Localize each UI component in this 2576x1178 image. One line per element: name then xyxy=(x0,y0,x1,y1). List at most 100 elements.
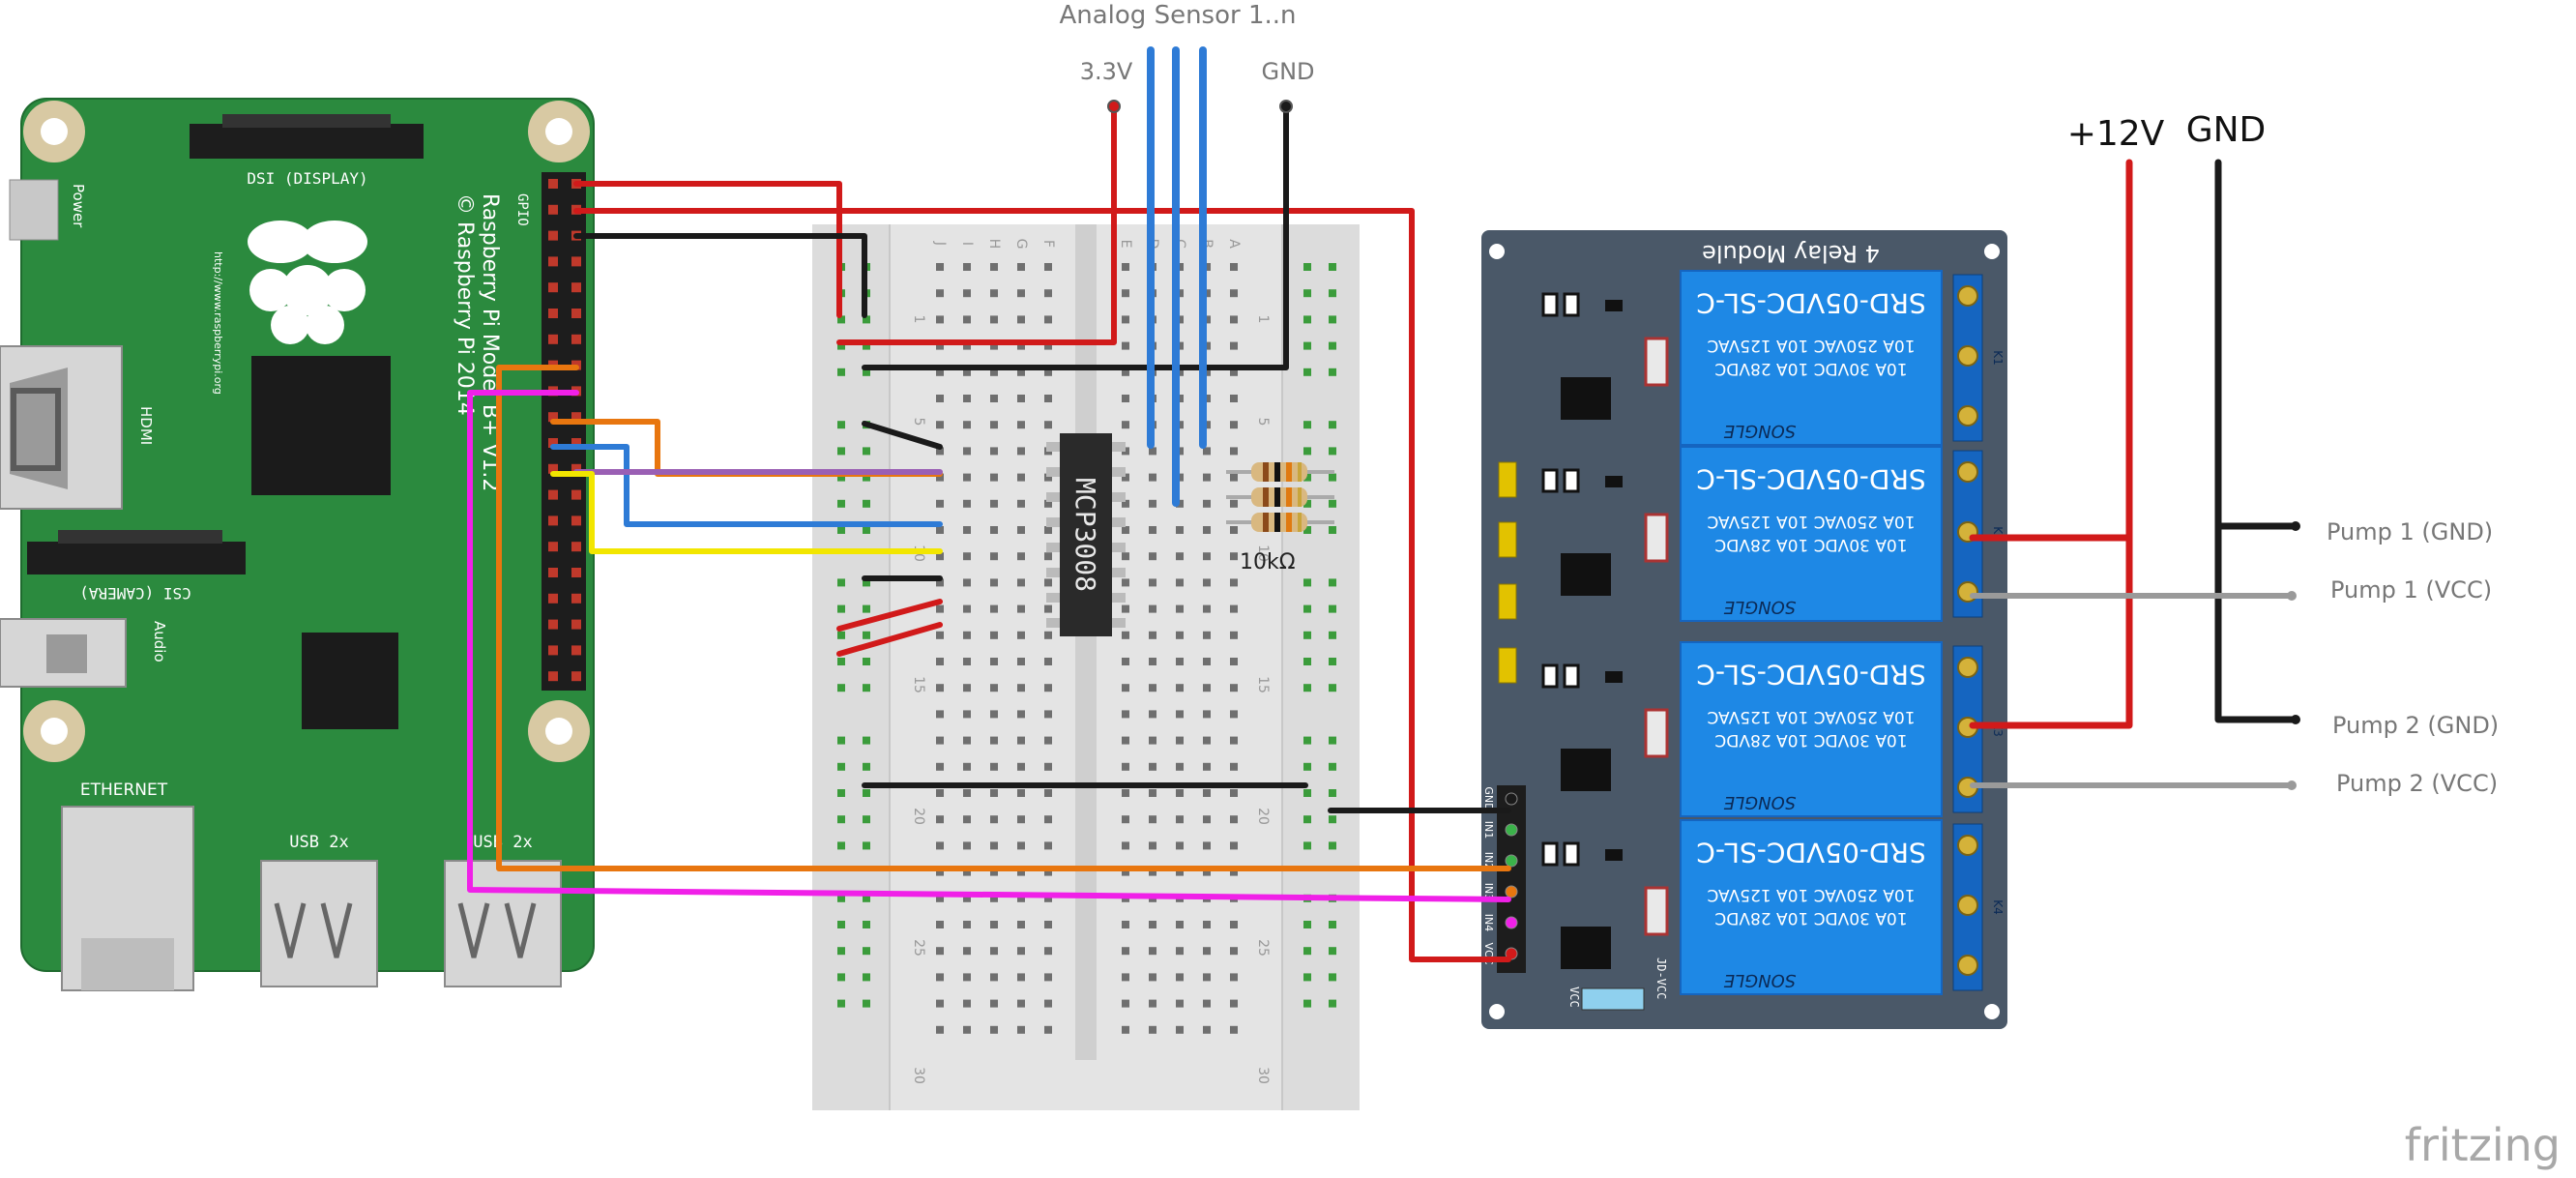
breadboard-hole xyxy=(936,341,944,350)
breadboard-hole xyxy=(990,315,998,324)
relay-pin-label: GND xyxy=(1482,786,1495,810)
gpio-pin xyxy=(548,568,558,577)
breadboard-hole xyxy=(1149,921,1156,928)
usb-port-2 xyxy=(444,860,562,987)
breadboard-hole xyxy=(963,710,971,719)
breadboard-hole xyxy=(990,289,998,298)
breadboard-hole xyxy=(1230,341,1238,350)
breadboard-hole xyxy=(1203,973,1211,982)
rail-hole xyxy=(1329,658,1336,665)
breadboard-hole xyxy=(1122,736,1129,745)
relay-spec-label: 10A 250VAC 10A 125VAC xyxy=(1707,707,1915,726)
breadboard-hole xyxy=(1230,395,1238,402)
breadboard-hole xyxy=(1044,604,1052,613)
rail-hole xyxy=(837,604,845,613)
gpio-label: GPIO xyxy=(514,193,530,226)
chip-leg xyxy=(1046,593,1060,603)
breadboard-column-label: A xyxy=(1226,239,1242,249)
rail-hole xyxy=(863,473,870,482)
status-led xyxy=(1498,521,1517,558)
pump1-gnd-label: Pump 1 (GND) xyxy=(2327,518,2493,545)
chip-leg xyxy=(1112,568,1126,577)
breadboard-hole xyxy=(1044,894,1052,902)
breadboard-hole xyxy=(1176,736,1184,745)
breadboard-hole xyxy=(1017,894,1025,902)
breadboard-hole xyxy=(1176,947,1184,956)
breadboard-hole xyxy=(1122,789,1129,797)
gpio-pin xyxy=(548,463,558,474)
breadboard-hole xyxy=(1122,947,1129,956)
screw-icon xyxy=(1957,461,1978,483)
breadboard-hole xyxy=(1230,999,1238,1008)
rpi-copyright-text: © Raspberry Pi 2014 xyxy=(453,193,477,416)
breadboard-hole xyxy=(990,421,998,429)
breadboard-hole xyxy=(990,789,998,797)
breadboard-hole xyxy=(1044,578,1052,587)
breadboard-hole xyxy=(1044,736,1052,745)
breadboard-hole xyxy=(1017,789,1025,797)
rail-hole xyxy=(863,789,870,797)
breadboard-hole xyxy=(1017,973,1025,982)
breadboard-hole xyxy=(936,421,944,429)
breadboard-hole xyxy=(1230,499,1238,508)
wire-rpi-5v-relay-vcc xyxy=(573,208,1511,962)
rail-hole xyxy=(837,421,845,429)
rpi-url: http://www.raspberrypi.org xyxy=(212,251,224,395)
rail-hole xyxy=(863,368,870,376)
breadboard-hole xyxy=(1122,552,1129,561)
breadboard-hole xyxy=(1044,526,1052,534)
relay-pin-label: IN4 xyxy=(1482,914,1495,931)
breadboard-hole xyxy=(1203,473,1211,482)
wire-rpi-yellow-mcp xyxy=(550,471,943,554)
breadboard-hole xyxy=(963,421,971,429)
relay-model-label: SRD-05VDC-SL-C xyxy=(1696,659,1925,691)
breadboard-hole xyxy=(936,499,944,508)
sensor-gnd-label: GND xyxy=(1261,58,1314,85)
breadboard-hole xyxy=(963,868,971,876)
breadboard-hole xyxy=(1230,1025,1238,1034)
breadboard-hole xyxy=(990,473,998,482)
wire-rpi-relay-in3 xyxy=(467,390,1511,902)
gpio-pin xyxy=(571,282,581,293)
breadboard-hole xyxy=(1176,658,1184,665)
rail-hole xyxy=(837,526,845,534)
csi-connector xyxy=(27,530,246,574)
breadboard-hole xyxy=(936,658,944,665)
breadboard-column-label: H xyxy=(986,239,1002,250)
breadboard-hole xyxy=(1122,921,1129,928)
breadboard-column-label: I xyxy=(959,242,975,246)
breadboard-hole xyxy=(1017,710,1025,719)
rail-hole xyxy=(1329,841,1336,850)
rail-hole xyxy=(1329,736,1336,745)
breadboard-hole xyxy=(1044,315,1052,324)
breadboard-hole xyxy=(1203,815,1211,824)
breadboard-column-label: E xyxy=(1118,240,1133,249)
breadboard-hole xyxy=(1203,631,1211,639)
breadboard-hole xyxy=(1149,973,1156,982)
breadboard-hole xyxy=(963,684,971,692)
breadboard-hole xyxy=(1017,552,1025,561)
breadboard-row-label: 25 xyxy=(1255,939,1271,957)
breadboard-hole xyxy=(1176,921,1184,928)
breadboard-hole xyxy=(1017,263,1025,271)
rail-hole xyxy=(1329,447,1336,456)
breadboard-hole xyxy=(936,815,944,824)
breadboard-row-label: 5 xyxy=(911,418,926,427)
relay-spec-label: 10A 250VAC 10A 125VAC xyxy=(1707,512,1915,531)
breadboard-hole xyxy=(963,1025,971,1034)
rail-hole xyxy=(1329,604,1336,613)
breadboard-hole xyxy=(936,710,944,719)
rail-hole xyxy=(1303,658,1311,665)
smd-component xyxy=(1541,841,1559,867)
breadboard-hole xyxy=(1149,658,1156,665)
breadboard-hole xyxy=(1176,604,1184,613)
rail-hole xyxy=(1329,263,1336,271)
screw-icon xyxy=(1957,895,1978,916)
wire-sensor-gnd xyxy=(862,103,1289,370)
breadboard-hole xyxy=(990,368,998,376)
relay-model-label: SRD-05VDC-SL-C xyxy=(1696,463,1925,495)
supply-12v-label: +12V xyxy=(2067,114,2165,154)
breadboard-hole xyxy=(990,894,998,902)
rail-hole xyxy=(1303,973,1311,982)
resistor-3 xyxy=(1226,513,1334,532)
